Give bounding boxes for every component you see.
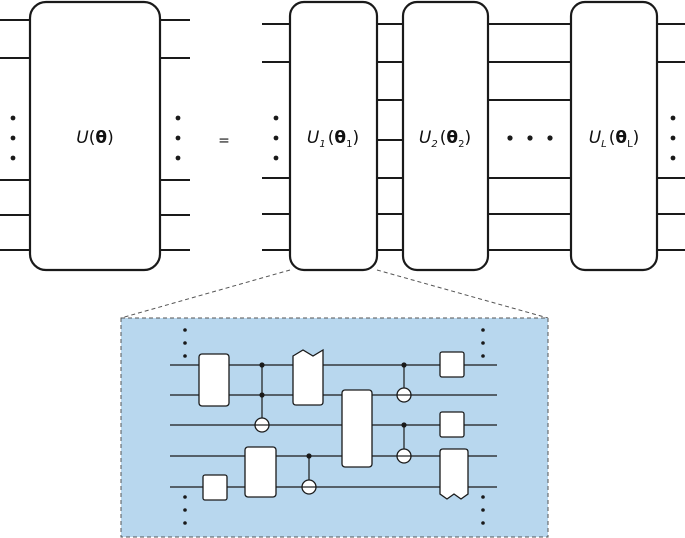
layer-2-box bbox=[401, 0, 490, 272]
single-qubit-gate bbox=[202, 474, 228, 501]
right-ellipsis-in bbox=[273, 115, 279, 161]
notched-gate-bottom bbox=[439, 448, 469, 500]
zoom-line-left bbox=[120, 269, 291, 319]
two-qubit-gate bbox=[244, 446, 277, 498]
control-dot bbox=[401, 362, 407, 368]
inset-ellipsis-top-left bbox=[183, 328, 187, 358]
layer-L-box bbox=[569, 0, 659, 272]
cnot-gate bbox=[396, 422, 412, 464]
layer-L-unitary: UL(θL) bbox=[569, 0, 659, 272]
inset-panel bbox=[120, 317, 549, 538]
left-ellipsis-in bbox=[10, 115, 16, 161]
layer-2-unitary: U2(θ2) bbox=[401, 0, 490, 272]
single-qubit-gate bbox=[439, 351, 465, 378]
left-output-wires bbox=[160, 19, 190, 251]
inset-background bbox=[120, 317, 549, 538]
layer-L-label: UL(θL) bbox=[589, 128, 640, 150]
control-dot bbox=[401, 422, 407, 428]
layer-1-label: U1(θ1) bbox=[307, 128, 359, 150]
inset-ellipsis-top-right bbox=[481, 328, 485, 358]
notched-gate-top bbox=[292, 348, 324, 406]
left-unitary: U(θ) bbox=[0, 0, 190, 272]
single-qubit-gate bbox=[439, 411, 465, 438]
control-dot bbox=[259, 362, 265, 368]
layer-ellipsis bbox=[507, 135, 553, 141]
layer-2-label: U2(θ2) bbox=[419, 128, 471, 150]
left-unitary-box bbox=[28, 0, 162, 272]
cnot-gate bbox=[254, 362, 270, 433]
equals-sign: = bbox=[218, 133, 230, 149]
layer-1-unitary: U1(θ1) bbox=[288, 0, 379, 272]
two-qubit-gate bbox=[198, 353, 230, 407]
cnot-gate bbox=[396, 362, 412, 403]
inset-ellipsis-bottom-left bbox=[183, 495, 187, 525]
zoom-line-right bbox=[376, 269, 549, 319]
cnot-gate bbox=[301, 453, 317, 495]
three-qubit-gate bbox=[341, 389, 373, 468]
control-dot bbox=[259, 392, 265, 398]
left-input-wires bbox=[0, 19, 30, 251]
layer-wires bbox=[262, 23, 685, 251]
left-unitary-label: U(θ) bbox=[76, 128, 113, 148]
inset-ellipsis-bottom-right bbox=[481, 495, 485, 525]
control-dot bbox=[306, 453, 312, 459]
layer-1-box bbox=[288, 0, 379, 272]
left-ellipsis-out bbox=[175, 115, 181, 161]
right-ellipsis-out bbox=[670, 115, 676, 161]
